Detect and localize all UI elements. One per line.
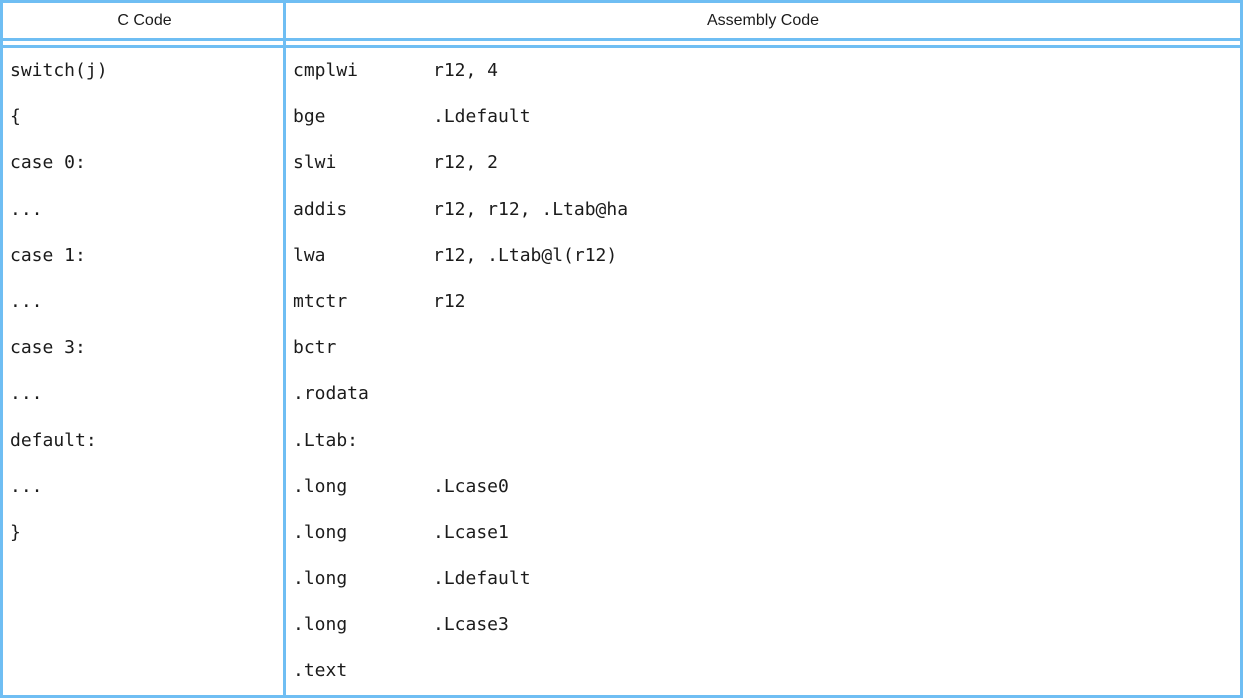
asm-operands: .Ldefault bbox=[433, 106, 531, 128]
asm-mnemonic: lwa bbox=[293, 244, 326, 266]
asm-operands: r12, .Ltab@l(r12) bbox=[433, 244, 618, 266]
c-code-line: ... bbox=[10, 198, 43, 220]
asm-line: .long .Lcase1 bbox=[293, 510, 1240, 556]
asm-mnemonic: bctr bbox=[293, 337, 337, 359]
asm-mnemonic: .Ltab: bbox=[293, 429, 359, 451]
c-code-line: case 3: bbox=[10, 337, 86, 359]
asm-mnemonic: .long bbox=[293, 475, 348, 497]
asm-mnemonic: slwi bbox=[293, 152, 337, 174]
asm-operands: r12, r12, .Ltab@ha bbox=[433, 198, 629, 220]
asm-operands: .Lcase1 bbox=[433, 521, 509, 543]
c-code-line: default: bbox=[10, 429, 97, 451]
c-code-line: switch(j) bbox=[10, 60, 108, 81]
c-code-line: ... bbox=[10, 475, 43, 497]
asm-mnemonic: .long bbox=[293, 521, 348, 543]
asm-mnemonic: mtctr bbox=[293, 290, 348, 312]
asm-mnemonic: .long bbox=[293, 614, 348, 636]
c-code-line: case 1: bbox=[10, 244, 86, 266]
column-divider bbox=[283, 3, 286, 695]
assembly-code-cell: cmplwi r12, 4 bge .Ldefault slwi r12, 2 add… bbox=[286, 48, 1240, 695]
asm-line: lwa r12, .Ltab@l(r12) bbox=[293, 233, 1240, 279]
asm-operands: r12, 2 bbox=[433, 152, 499, 174]
asm-line: cmplwi r12, 4 bbox=[293, 48, 1240, 94]
asm-line: bge .Ldefault bbox=[293, 94, 1240, 140]
c-code-line: ... bbox=[10, 383, 43, 405]
c-code-line: { bbox=[10, 106, 21, 128]
asm-mnemonic: .rodata bbox=[293, 383, 369, 405]
c-code-line: } bbox=[10, 521, 21, 543]
asm-line: .rodata bbox=[293, 371, 1240, 417]
asm-operands: r12, 4 bbox=[433, 60, 499, 81]
asm-line: addis r12, r12, .Ltab@ha bbox=[293, 187, 1240, 233]
asm-line: .long .Ldefault bbox=[293, 556, 1240, 602]
asm-mnemonic: addis bbox=[293, 198, 348, 220]
asm-line: mtctr r12 bbox=[293, 279, 1240, 325]
c-code-cell: switch(j) { case 0: ... case 1: ... case… bbox=[3, 48, 286, 695]
asm-line: bctr bbox=[293, 325, 1240, 371]
asm-operands: .Ldefault bbox=[433, 568, 531, 590]
asm-mnemonic: bge bbox=[293, 106, 326, 128]
c-code-line: case 0: bbox=[10, 152, 86, 174]
header-c-code: C Code bbox=[117, 11, 172, 29]
header-assembly-code: Assembly Code bbox=[706, 11, 820, 29]
asm-line: slwi r12, 2 bbox=[293, 140, 1240, 186]
asm-mnemonic: .text bbox=[293, 660, 348, 682]
asm-line: .text bbox=[293, 648, 1240, 694]
asm-operands: .Lcase3 bbox=[433, 614, 509, 636]
asm-line: .Ltab: bbox=[293, 418, 1240, 464]
table-body: switch(j) { case 0: ... case 1: ... case… bbox=[3, 48, 1240, 695]
asm-line: .long .Lcase3 bbox=[293, 602, 1240, 648]
asm-mnemonic: .long bbox=[293, 568, 348, 590]
asm-mnemonic: cmplwi bbox=[293, 60, 359, 81]
asm-operands: r12 bbox=[433, 290, 466, 312]
asm-operands: .Lcase0 bbox=[433, 475, 509, 497]
header-separator bbox=[3, 38, 1240, 48]
asm-line: .long .Lcase0 bbox=[293, 464, 1240, 510]
table-header-row: C Code Assembly Code bbox=[3, 3, 1240, 38]
c-code-line: ... bbox=[10, 290, 43, 312]
